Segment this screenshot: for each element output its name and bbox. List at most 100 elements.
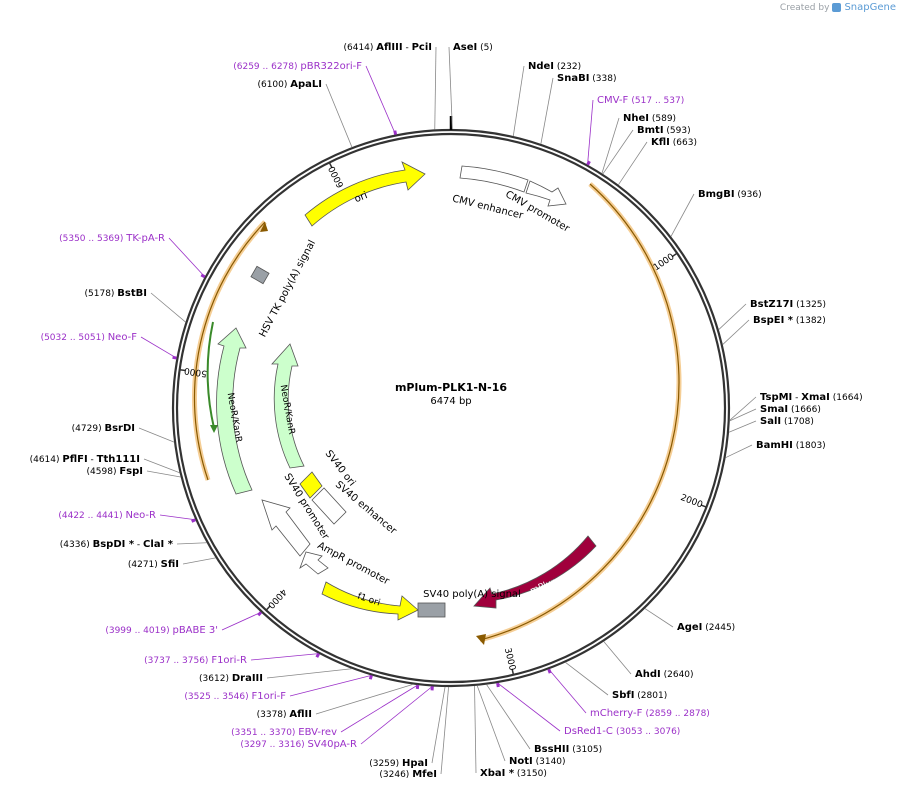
primer-label: (3351 .. 3370) EBV-rev: [231, 727, 337, 738]
site-leader-line: [602, 129, 634, 175]
feature-cmv-promoter: [525, 180, 567, 207]
primer-label: (5032 .. 5051) Neo-F: [41, 332, 138, 343]
feature-label-sv40-polya: SV40 poly(A) signal: [423, 589, 521, 600]
restriction-site-label: SnaBI (338): [557, 73, 616, 84]
restriction-site-label: NdeI (232): [528, 61, 581, 72]
backbone-inner: [175, 132, 727, 684]
tick-label: 4000: [265, 586, 288, 610]
primer-label: (3297 .. 3316) SV40pA-R: [240, 739, 357, 750]
tick-mark: [671, 252, 678, 258]
feature-ori: [304, 161, 426, 227]
feature-neor-kanr-inner: [271, 343, 305, 469]
feature-f1-ori: [321, 581, 419, 621]
restriction-site-label: BamHI (1803): [756, 440, 826, 451]
tick-mark: [511, 668, 515, 675]
primer-leader-line: [548, 669, 587, 714]
site-leader-line: [512, 65, 525, 137]
primers-layer: (6259 .. 6278) pBR322ori-F CMV-F (517 .. …: [41, 61, 710, 750]
tick-mark: [265, 605, 271, 611]
restriction-site-label: KflI (663): [651, 137, 697, 148]
restriction-site-label: (4336) BspDI * - ClaI *: [60, 539, 174, 550]
primer-label: CMV-F (517 .. 537): [597, 95, 684, 106]
restriction-site-label: (4271) SfiI: [128, 559, 179, 570]
restriction-site-label: (3612) DraIII: [199, 673, 263, 684]
site-leader-line: [670, 193, 695, 237]
restriction-site-label: AgeI (2445): [677, 622, 735, 633]
restriction-site-label: (4729) BsrDI: [72, 423, 135, 434]
restriction-site-label: BmtI (593): [637, 125, 691, 136]
plasmid-size: 6474 bp: [430, 396, 471, 407]
site-leader-line: [474, 685, 477, 774]
site-leader-line: [601, 117, 620, 174]
primer-leader-line: [587, 99, 594, 165]
brand-name: SnapGene: [844, 2, 896, 13]
tick-label: 1000: [652, 252, 677, 273]
restriction-site-label: AhdI (2640): [635, 669, 694, 680]
site-leader-line: [315, 684, 414, 715]
orf-plk1-arrowhead: [476, 634, 486, 645]
orf-left-arrowhead: [260, 222, 268, 232]
site-leader-line: [718, 303, 747, 330]
primer-leader-line: [497, 682, 561, 732]
site-leader-line: [603, 641, 632, 675]
site-leader-line: [266, 668, 352, 679]
primer-leader-line: [221, 611, 262, 631]
primer-leader-line: [168, 237, 206, 278]
orf-plk1-arc: [479, 183, 680, 641]
site-leader-line: [176, 542, 207, 545]
primer-label: (3999 .. 4019) pBABE 3': [105, 625, 218, 636]
primer-leader-line: [140, 336, 177, 359]
site-leader-line: [150, 292, 186, 323]
snapgene-brand: Created by SnapGene: [780, 2, 896, 13]
primer-label: (5350 .. 5369) TK-pA-R: [59, 233, 165, 244]
feature-label-hsv-tk-polya: HSV TK poly(A) signal: [258, 238, 319, 339]
feature-sv40-enhancer: [311, 487, 347, 525]
plasmid-name: mPlum-PLK1-N-16: [395, 381, 507, 394]
primer-leader-line: [250, 653, 319, 661]
primer-leader-line: [159, 514, 196, 521]
primer-leader-line: [340, 684, 418, 733]
restriction-site-label: BspEI * (1382): [753, 315, 826, 326]
restriction-site-label: (5178) BstBI: [85, 288, 148, 299]
feature-hsv-tk-polya: [250, 265, 270, 285]
restriction-site-label: (3246) MfeI: [379, 769, 437, 780]
feature-ampr-promoter: [299, 551, 329, 575]
site-leader-line: [722, 319, 750, 345]
feature-cmv-enhancer: [459, 165, 529, 193]
restriction-site-label: NotI (3140): [509, 756, 566, 767]
site-leader-line: [728, 420, 757, 433]
restriction-site-label: SalI (1708): [760, 416, 814, 427]
primer-label: mCherry-F (2859 .. 2878): [590, 708, 710, 719]
primer-mark: [315, 652, 321, 658]
site-leader-line: [565, 662, 609, 696]
site-leader-line: [146, 470, 181, 478]
restriction-site-label: NheI (589): [623, 113, 676, 124]
site-leader-line: [182, 557, 216, 565]
restriction-site-label: SmaI (1666): [760, 404, 821, 415]
site-leader-line: [476, 685, 506, 762]
restriction-site-label: (4598) FspI: [87, 466, 143, 477]
restriction-site-label: BssHII (3105): [534, 744, 602, 755]
tick-mark: [179, 368, 186, 372]
restriction-site-label: (6100) ApaLI: [257, 79, 322, 90]
primer-mark: [368, 674, 373, 680]
primer-leader-line: [365, 65, 396, 135]
tick-label: 2000: [679, 493, 704, 511]
backbone-outer: [171, 128, 731, 688]
restriction-site-label: BstZ17I (1325): [750, 299, 826, 310]
site-leader-line: [540, 77, 554, 144]
restriction-site-label: AseI (5): [453, 42, 493, 53]
feature-sv40-polya: [417, 602, 446, 618]
primer-leader-line: [360, 686, 433, 745]
restriction-site-label: XbaI * (3150): [480, 768, 547, 779]
primer-label: (4422 .. 4441) Neo-R: [58, 510, 156, 521]
primer-label: (6259 .. 6278) pBR322ori-F: [233, 61, 362, 72]
site-leader-line: [440, 686, 449, 775]
site-leader-line: [143, 458, 180, 474]
site-leader-line: [729, 396, 757, 421]
site-leader-line: [431, 686, 446, 764]
site-leader-line: [434, 46, 437, 130]
tick-mark: [328, 162, 333, 169]
